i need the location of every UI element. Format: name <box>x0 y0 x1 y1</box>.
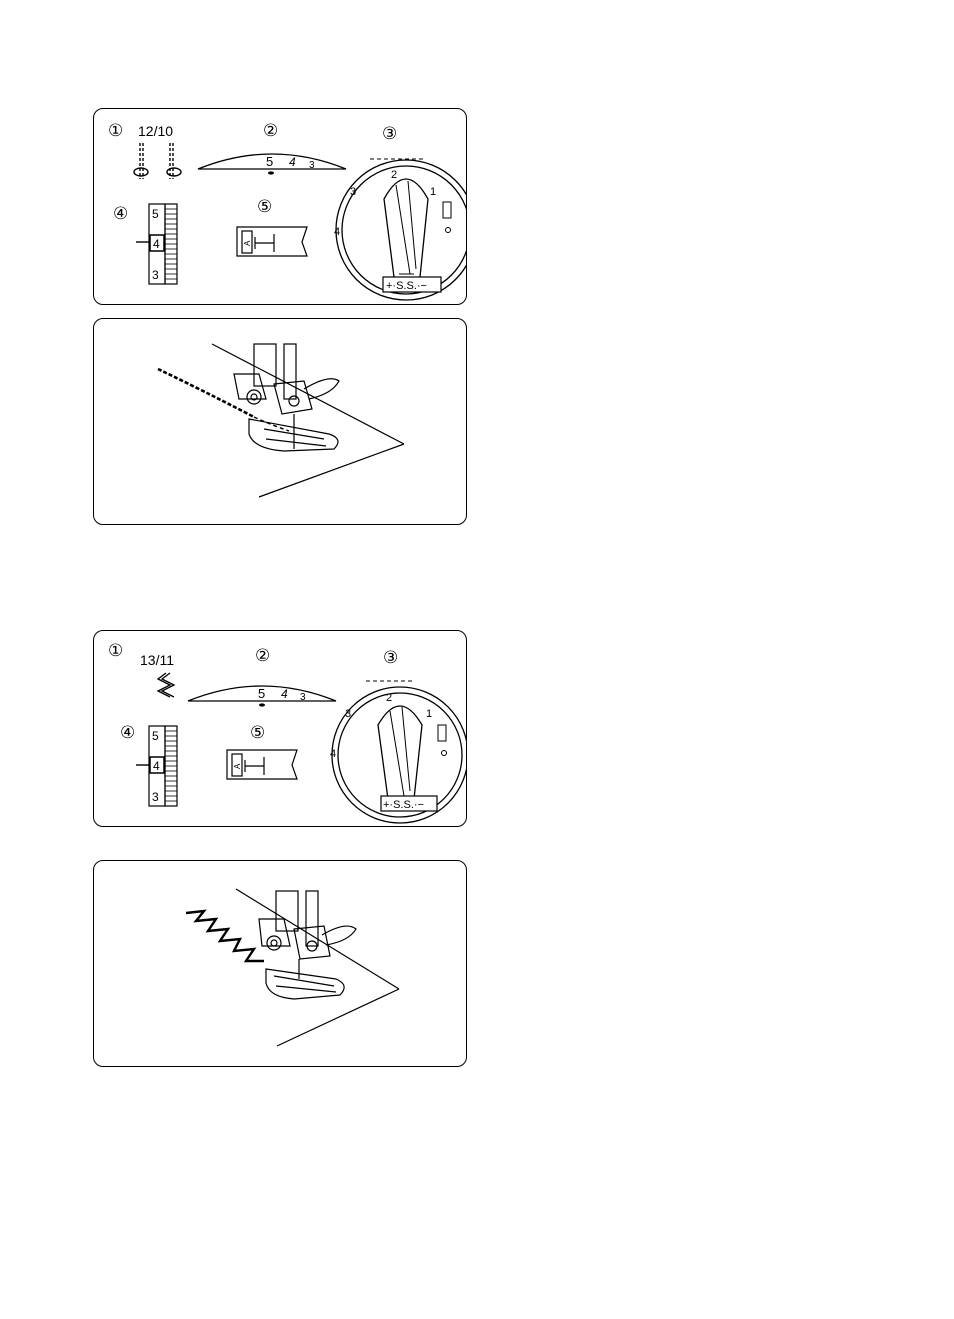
foot-letter: A <box>233 763 242 769</box>
pressure-3: 3 <box>152 790 159 804</box>
dial-4: 4 <box>334 226 340 238</box>
marker-2: ② <box>255 646 270 665</box>
dial-1: 1 <box>426 708 432 720</box>
tension-4: 4 <box>289 155 296 169</box>
settings-diagram: ① 12/10 ② 5 4 3 ③ <box>94 109 466 304</box>
marker-2: ② <box>263 121 278 140</box>
pressure-4: 4 <box>153 237 160 251</box>
tension-3: 3 <box>309 160 315 171</box>
straight-stitch-illustration-panel <box>93 318 467 525</box>
pressure-4: 4 <box>153 759 160 773</box>
dial-2: 2 <box>391 169 397 181</box>
thread-tension-scale: 5 4 3 <box>188 686 336 707</box>
marker-4: ④ <box>113 204 128 223</box>
dial-3: 3 <box>350 186 356 198</box>
tension-3: 3 <box>300 692 306 703</box>
marker-3: ③ <box>383 648 398 667</box>
pressure-5: 5 <box>152 207 159 221</box>
thread-tension-scale: 5 4 3 <box>198 154 346 175</box>
pressure-5: 5 <box>152 729 159 743</box>
dial-ss-label: +·S.S.·− <box>383 799 424 811</box>
zigzag-stitch-illustration-panel <box>93 860 467 1067</box>
marker-5: ⑤ <box>257 197 272 216</box>
zigzag-stitch-sewing-illustration <box>94 861 466 1066</box>
settings-panel-zigzag: ① 13/11 ② 5 4 3 ③ 2 1 3 <box>93 630 467 827</box>
tension-5: 5 <box>266 154 273 169</box>
straight-stitch-icon <box>134 143 181 179</box>
marker-3: ③ <box>382 124 397 143</box>
tension-5: 5 <box>258 686 265 701</box>
dial-ss-label: +·S.S.·− <box>386 280 427 292</box>
tension-4: 4 <box>281 687 288 701</box>
marker-1: ① <box>108 641 123 660</box>
marker-5: ⑤ <box>250 723 265 742</box>
settings-diagram: ① 13/11 ② 5 4 3 ③ 2 1 3 <box>94 631 466 826</box>
dial-2: 2 <box>386 692 392 704</box>
zigzag-stitch-icon <box>158 673 174 697</box>
dial-4: 4 <box>330 748 336 760</box>
marker-4: ④ <box>120 723 135 742</box>
marker-1: ① <box>108 121 123 140</box>
settings-panel-straight: ① 12/10 ② 5 4 3 ③ <box>93 108 467 305</box>
straight-stitch-sewing-illustration <box>94 319 466 524</box>
stitch-length-dial <box>336 159 466 300</box>
pressure-3: 3 <box>152 268 159 282</box>
pattern-number: 12/10 <box>138 123 173 139</box>
dial-1: 1 <box>430 186 436 198</box>
pattern-number: 13/11 <box>140 652 174 668</box>
dial-3: 3 <box>345 708 351 720</box>
foot-letter: A <box>243 240 252 246</box>
